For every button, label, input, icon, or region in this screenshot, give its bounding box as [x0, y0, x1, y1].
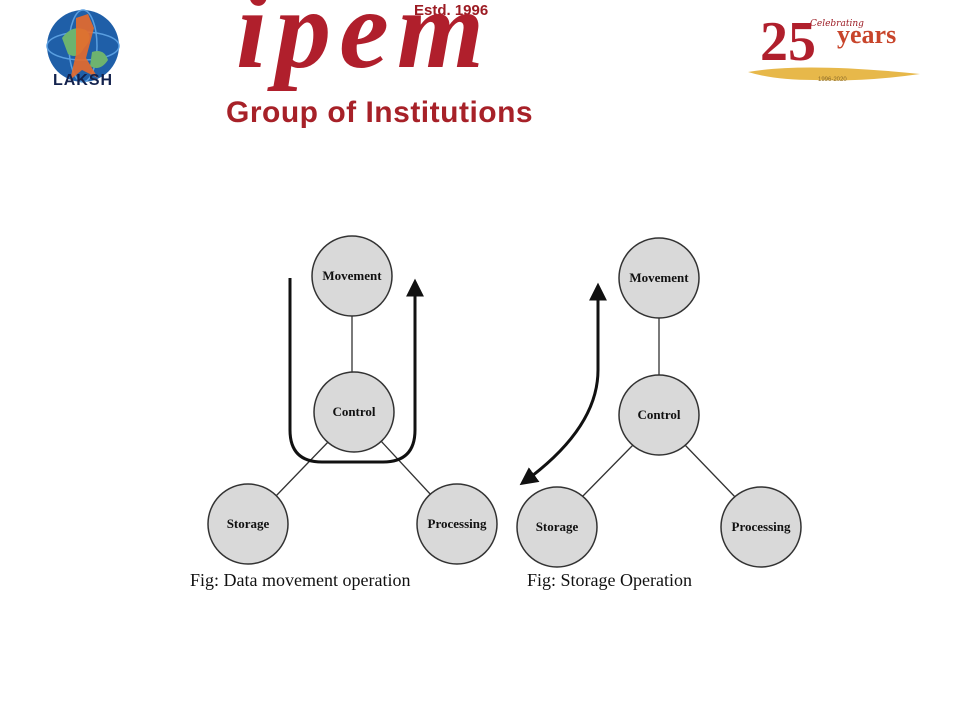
figure-data-movement: Movement Control Storage Processing [207, 235, 498, 565]
caption-data-movement: Fig: Data movement operation [190, 570, 411, 590]
estd-text: Estd. 1996 [414, 2, 489, 19]
caption-storage-operation: Fig: Storage Operation [527, 570, 692, 590]
node-movement-label: Movement [629, 270, 689, 285]
node-processing: Processing [720, 486, 802, 568]
badge-number: 25 [760, 11, 816, 73]
node-storage: Storage [207, 483, 289, 565]
node-control: Control [618, 374, 700, 456]
node-movement-label: Movement [322, 268, 382, 283]
laksh-globe-logo [46, 9, 120, 83]
badge-dates-text: 1996-2020 [818, 77, 847, 83]
institution-subtitle: Group of Institutions [226, 96, 534, 129]
node-processing-label: Processing [732, 519, 791, 534]
node-processing-label: Processing [428, 516, 487, 531]
node-control-label: Control [332, 404, 375, 419]
data-movement-path [288, 278, 424, 464]
badge-celebrating-text: Celebrating [810, 19, 864, 29]
storage-operation-arrow [519, 282, 607, 486]
node-movement: Movement [618, 237, 700, 319]
node-storage-label: Storage [536, 519, 579, 534]
ipem-wordmark: ipem [236, 0, 492, 92]
header: LAKSH Estd. 1996 ipem Group of Instituti… [0, 0, 960, 140]
node-storage-label: Storage [227, 516, 270, 531]
figure-storage-operation: Movement Control Storage Processing [516, 237, 802, 568]
badge-years-text: years [837, 20, 897, 49]
node-control: Control [313, 371, 395, 453]
node-movement: Movement [311, 235, 393, 317]
node-processing: Processing [416, 483, 498, 565]
node-storage: Storage [516, 486, 598, 568]
anniversary-badge-swoosh [748, 67, 920, 81]
node-control-label: Control [637, 407, 680, 422]
laksh-logo-text: LAKSH [52, 72, 114, 89]
